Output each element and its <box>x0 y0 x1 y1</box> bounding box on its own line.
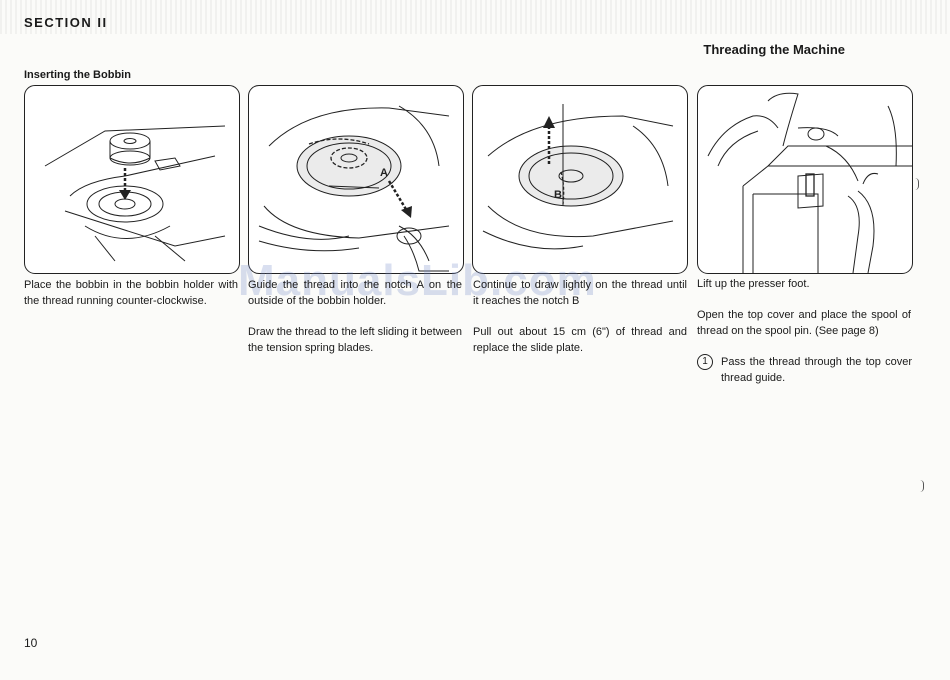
step-text-4b: Open the top cover and place the spool o… <box>697 309 911 337</box>
step-text-4c: Pass the thread through the top cover th… <box>721 356 912 384</box>
subheading: Inserting the Bobbin <box>24 69 131 81</box>
step-text-2b: Draw the thread to the left sliding it b… <box>248 326 463 354</box>
step-text-2a: Guide the thread into the notch A on the… <box>248 279 462 307</box>
step-text-3a: Continue to draw lightly on the thread u… <box>473 279 687 307</box>
step-text-1: Place the bobbin in the bobbin holder wi… <box>24 279 238 307</box>
edge-mark <box>915 178 919 190</box>
step-text-4a: Lift up the presser foot. <box>697 278 810 290</box>
scan-texture <box>0 0 950 34</box>
notch-a-illustration: A <box>258 105 450 272</box>
edge-mark <box>920 480 924 492</box>
step-4c: 1 Pass the thread through the top cover … <box>697 354 912 386</box>
step-text-3b: Pull out about 15 cm (6") of thread and … <box>473 326 687 354</box>
page-number: 10 <box>24 636 38 650</box>
step-number-badge: 1 <box>697 354 713 370</box>
section-label: SECTION II <box>24 15 108 30</box>
figure-bobbin-insert <box>24 85 240 274</box>
bobbin-insert-illustration <box>44 125 226 262</box>
label-a: A <box>380 167 388 179</box>
figure-notch-b: B <box>472 85 688 274</box>
label-b: B <box>554 189 562 201</box>
figure-notch-a: A <box>248 85 464 274</box>
presser-foot-illustration <box>707 92 912 273</box>
notch-b-illustration: B <box>482 104 674 250</box>
page-title: Threading the Machine <box>703 42 845 57</box>
figure-presser-foot <box>697 85 913 274</box>
